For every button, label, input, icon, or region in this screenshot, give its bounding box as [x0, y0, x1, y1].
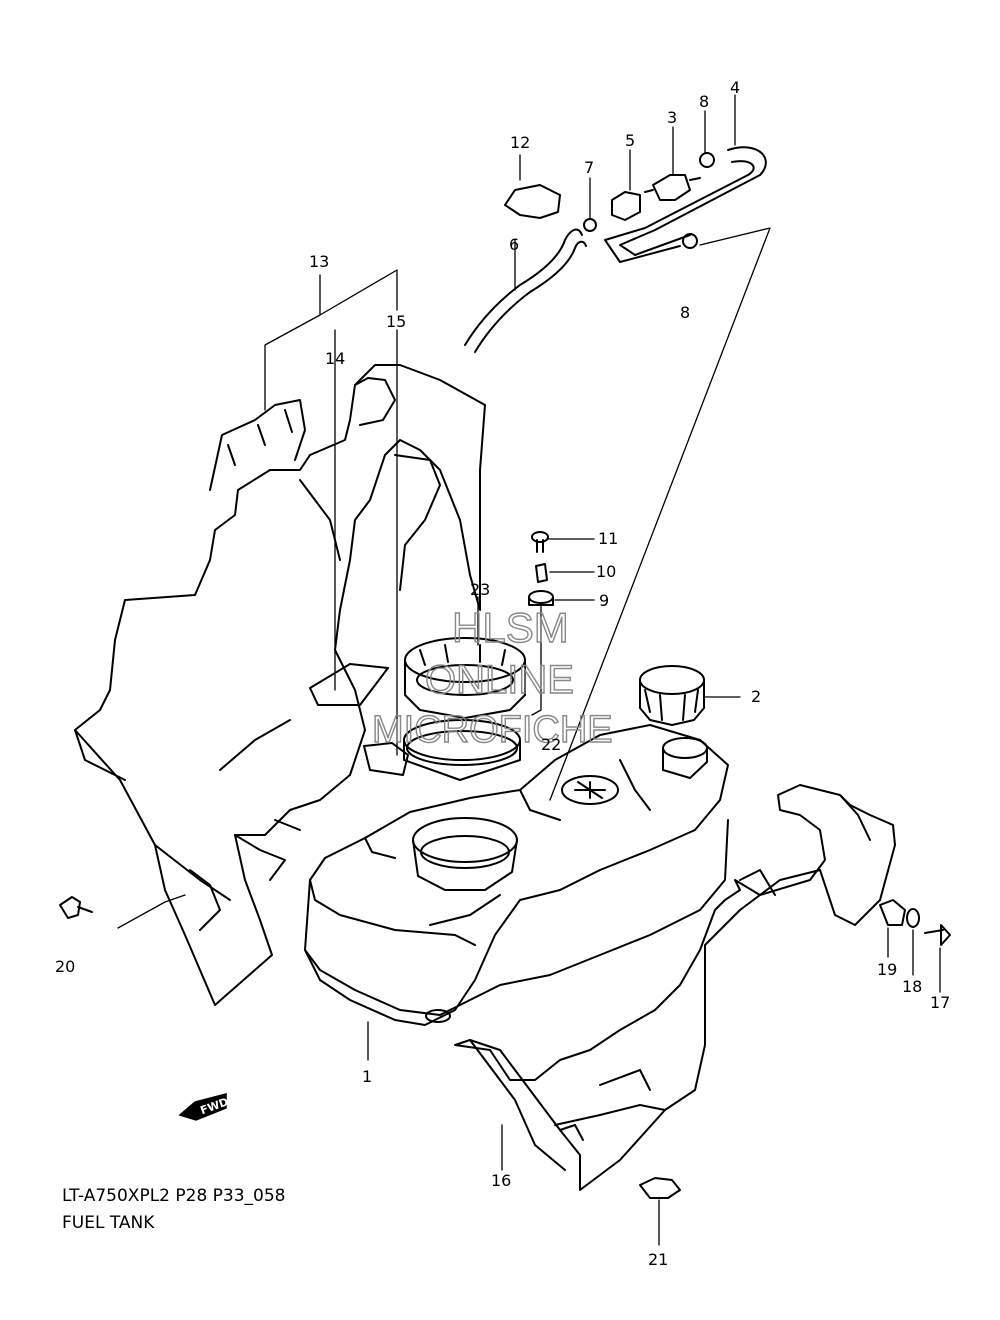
collar-19 [879, 899, 906, 926]
small-pad [363, 742, 409, 776]
direction-badge: FWD [199, 1095, 230, 1117]
hose-fitting [611, 191, 641, 221]
right-side-cover [454, 784, 896, 1191]
part-label-7: 7 [584, 158, 594, 177]
part-label-21: 21 [648, 1250, 668, 1269]
vent-hose [604, 146, 767, 263]
part-label-5: 5 [625, 131, 635, 150]
fuel-cap [639, 665, 705, 726]
part-label-22: 22 [541, 735, 561, 754]
part-label-4: 4 [730, 78, 740, 97]
part-label-8b: 8 [680, 303, 690, 322]
part-label-14: 14 [325, 349, 345, 368]
part-label-11: 11 [598, 529, 618, 548]
bolt-20 [59, 896, 93, 919]
part-label-20: 20 [55, 957, 75, 976]
check-valve [644, 174, 701, 201]
part-label-15: 15 [386, 312, 406, 331]
push-rivet [639, 1177, 681, 1199]
watermark-line2: ONLINE [425, 658, 574, 702]
part-label-8a: 8 [699, 92, 709, 111]
part-label-2: 2 [751, 687, 761, 706]
part-label-10: 10 [596, 562, 616, 581]
part-label-1: 1 [362, 1067, 372, 1086]
fuel-pump-gasket [403, 719, 521, 781]
bolt-17 [924, 924, 951, 946]
watermark-line3: MICROFICHE [372, 709, 613, 751]
part-label-18: 18 [902, 977, 922, 996]
model-code: LT-A750XPL2 P28 P33_058 [62, 1186, 286, 1206]
hose-holder [504, 184, 561, 219]
left-side-cover [74, 364, 486, 1006]
part-label-9: 9 [599, 591, 609, 610]
hose-clamp [682, 152, 715, 249]
part-label-12: 12 [510, 133, 530, 152]
breather-hose [464, 228, 587, 353]
hose-clip [583, 218, 597, 232]
fuel-tank [304, 724, 729, 1026]
part-label-6: 6 [509, 235, 519, 254]
washer-18 [906, 908, 920, 928]
part-label-3: 3 [667, 108, 677, 127]
fuel-pump-ring [404, 637, 526, 719]
watermark-line1: HLSM [452, 604, 569, 651]
part-label-16: 16 [491, 1171, 511, 1190]
part-label-23: 23 [470, 580, 490, 599]
forward-arrow-icon: FWD [178, 1093, 230, 1121]
grommet [528, 590, 554, 606]
cushion-pad [309, 663, 389, 706]
part-label-17: 17 [930, 993, 950, 1012]
screw [531, 531, 549, 553]
part-label-13: 13 [309, 252, 329, 271]
watermark: HLSM ONLINE MICROFICHE [371, 603, 613, 751]
part-number-labels: 1 2 3 4 5 6 7 8 8 9 10 11 12 13 14 15 16… [55, 78, 950, 1269]
section-title: FUEL TANK [62, 1213, 155, 1233]
collar [535, 563, 548, 583]
part-label-19: 19 [877, 960, 897, 979]
leader-lines [117, 94, 941, 1246]
